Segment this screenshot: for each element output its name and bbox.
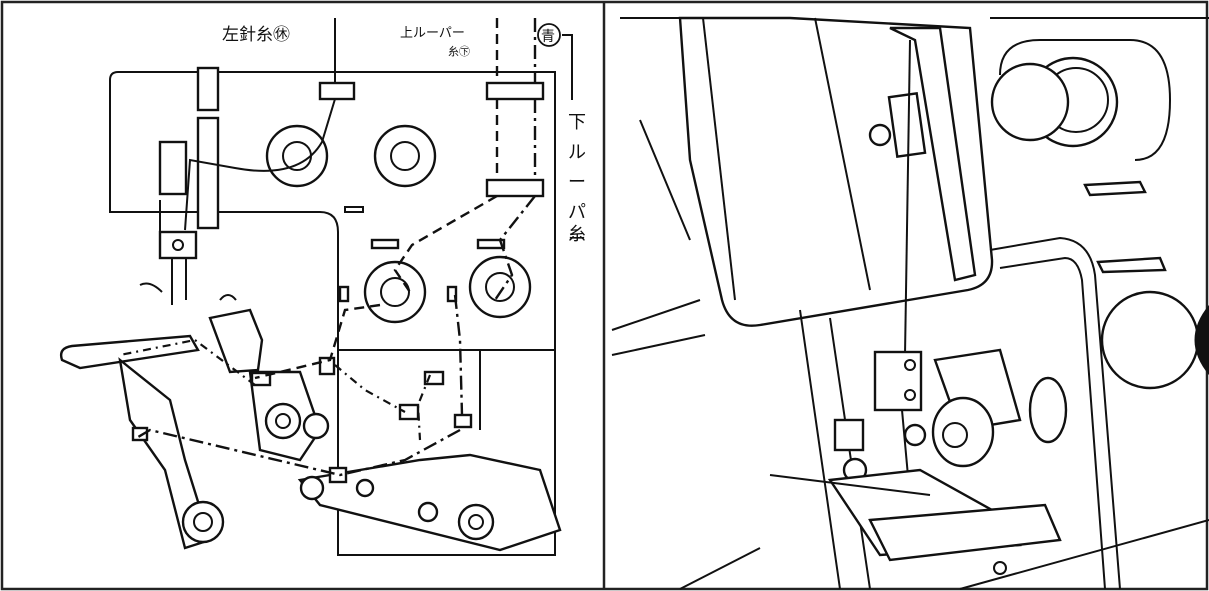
- thread-end-curl-2: [219, 294, 237, 301]
- cover-edge-line: [702, 17, 736, 301]
- label-left-needle: 左針糸㊡: [222, 25, 290, 45]
- tension-dial-3: [363, 260, 427, 324]
- base-screw: [993, 561, 1007, 575]
- crossing-thread: [334, 364, 432, 441]
- guide-low-6: [328, 466, 348, 484]
- guide-top-2: [485, 81, 545, 101]
- label-lower-looper-group: 下 ル ー パ ー 糸: [568, 112, 592, 250]
- drive-wheel-inner: [275, 413, 291, 429]
- needle-screw: [172, 239, 184, 251]
- guide-peg-1: [338, 285, 350, 303]
- guide-low-5: [453, 413, 473, 429]
- machine-body-outline: [109, 71, 556, 556]
- label-upper-looper-1: 上ルーパー: [400, 26, 465, 41]
- needle-clamp-screw: [904, 359, 916, 371]
- looper-pivot: [181, 500, 225, 544]
- side-body-edge: [989, 236, 1121, 590]
- side-dial-edge: [1129, 39, 1172, 161]
- needle-clamp-screw-2: [904, 389, 916, 401]
- label-lower-looper: 下 ル ー パ ー 糸: [568, 112, 592, 250]
- slot-mark: [344, 206, 364, 213]
- upper-looper-thread: [254, 18, 499, 380]
- right-machine-illustration: [611, 16, 1209, 590]
- left-needle-thread: [184, 18, 336, 231]
- left-frame-lines: [611, 17, 706, 356]
- left-threading-diagram: 左針糸㊡ 上ルーパー 糸㊦ 青 下 ル ー パ ー 糸: [59, 18, 592, 556]
- guide-low-2: [318, 356, 336, 376]
- tension-dial-4: [468, 255, 532, 319]
- looper-pivot-inner: [193, 512, 213, 532]
- guide-low-4: [398, 403, 420, 421]
- linkage-hole-3: [417, 501, 439, 523]
- guide-mid-2: [485, 178, 545, 198]
- drive-wheel: [264, 402, 302, 440]
- guide-peg-2: [446, 285, 458, 303]
- tension-dial-2-inner: [390, 141, 420, 171]
- cover-fold-line: [814, 17, 871, 291]
- guide-low-7: [131, 426, 149, 442]
- linkage-wheel-inner: [468, 514, 484, 530]
- small-wheel: [903, 423, 927, 447]
- knurled-knob: [1028, 376, 1068, 444]
- thread-post-1: [196, 66, 220, 112]
- looper-upper-block: [208, 308, 264, 374]
- linkage-hole-2: [355, 478, 375, 498]
- tension-dial-3-inner: [380, 277, 410, 307]
- slot-2: [1096, 256, 1167, 274]
- side-body-inner: [999, 256, 1106, 590]
- presser-knob: [833, 418, 865, 452]
- label-blue: 青: [541, 29, 555, 45]
- label-bracket: [562, 34, 573, 100]
- lower-looper-thread: [132, 18, 537, 477]
- label-upper-looper-2: 糸㊦: [448, 45, 470, 58]
- drive-wheel-2: [302, 412, 330, 440]
- guide-small-1: [370, 238, 400, 250]
- dark-edge-mark: [1194, 305, 1209, 375]
- right-thread-line: [904, 39, 911, 356]
- slot-1: [1083, 180, 1147, 197]
- tension-spring-block: [887, 91, 927, 159]
- needle-clamp: [158, 230, 198, 260]
- tension-guide-left: [158, 140, 188, 196]
- needle-bar-plate: [889, 26, 977, 282]
- tension-dial-2: [373, 124, 437, 188]
- thread-end-curl: [139, 282, 163, 293]
- looper-cam-inner: [942, 422, 968, 448]
- tension-dial-1: [265, 124, 329, 188]
- blue-marker: [537, 23, 561, 47]
- side-handwheel: [1100, 290, 1200, 390]
- linkage-wheel: [457, 503, 495, 541]
- machine-top-edge: [990, 17, 1209, 76]
- tension-dial-4-inner: [485, 272, 515, 302]
- guide-small-2: [476, 238, 506, 250]
- fabric-thread: [769, 474, 931, 496]
- adjust-screw: [868, 123, 892, 147]
- guide-top-1: [318, 81, 356, 101]
- base-lines: [679, 519, 1209, 590]
- thread-post-2: [196, 116, 220, 230]
- looper-cam: [931, 396, 995, 468]
- guide-low-1: [250, 371, 272, 387]
- dial-knurl: [990, 62, 1070, 142]
- looper-thread-extension: [119, 338, 256, 386]
- throat-plate: [868, 503, 1062, 562]
- arm-column: [799, 309, 871, 590]
- linkage-hole-1: [299, 475, 325, 501]
